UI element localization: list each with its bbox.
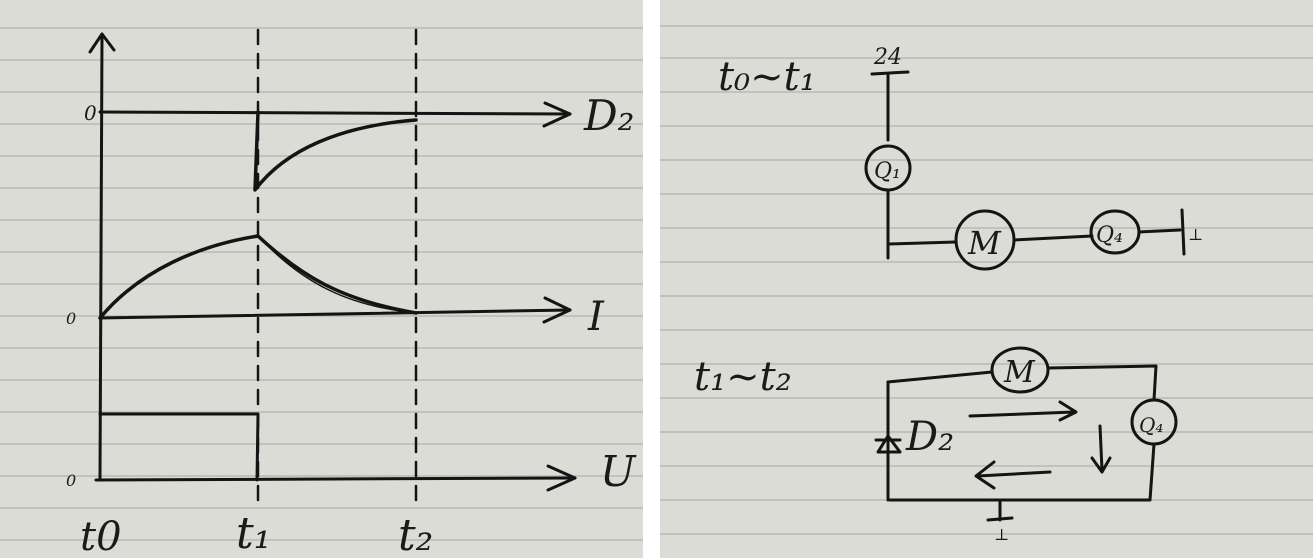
motor-label-b: M bbox=[1003, 355, 1036, 390]
diode-symbol bbox=[874, 434, 902, 454]
voltage-label: U bbox=[600, 447, 637, 496]
circuit-b-title: t₁~t₂ bbox=[694, 354, 792, 400]
circuit-b: t₁~t₂ M Q₄ D₂ ⊥ bbox=[694, 346, 1178, 544]
current-arrow-right bbox=[968, 400, 1078, 422]
circuit-a-title: t₀~t₁ bbox=[718, 54, 816, 100]
motor-symbol-b bbox=[990, 346, 1050, 394]
t1-label: t₁ bbox=[236, 508, 271, 558]
current-arrow-left bbox=[974, 460, 1052, 490]
q4-label-b: Q₄ bbox=[1139, 413, 1163, 437]
motor-label-a: M bbox=[967, 224, 1002, 262]
d2-trace bbox=[98, 101, 572, 192]
q4-label-a: Q₄ bbox=[1096, 223, 1123, 248]
waveform-drawing: 0 0 0 D₂ I U t0 t₁ t₂ bbox=[0, 27, 643, 558]
circuit-sheet: t₀~t₁ 24 Q₁ M Q₄ ⊥ t₁~t₂ bbox=[660, 0, 1313, 558]
supply-label: 24 bbox=[873, 45, 902, 70]
q1-label: Q₁ bbox=[874, 159, 901, 184]
circuit-drawing: t₀~t₁ 24 Q₁ M Q₄ ⊥ t₁~t₂ bbox=[660, 25, 1313, 544]
ground-label-a: ⊥ bbox=[1188, 225, 1203, 244]
t2-label: t₂ bbox=[398, 510, 433, 558]
level-label-u: 0 bbox=[66, 471, 76, 490]
current-arrow-down bbox=[1090, 424, 1112, 474]
current-trace bbox=[98, 234, 572, 324]
t0-label: t0 bbox=[80, 514, 122, 558]
voltage-trace bbox=[94, 412, 577, 492]
d2-label: D₂ bbox=[583, 91, 635, 140]
ruled-lines-right bbox=[660, 25, 1313, 535]
current-label: I bbox=[587, 294, 605, 340]
waveform-sheet: 0 0 0 D₂ I U t0 t₁ t₂ bbox=[0, 0, 643, 558]
ruled-lines bbox=[0, 27, 643, 541]
ground-label-b: ⊥ bbox=[994, 525, 1009, 544]
time-markers bbox=[256, 28, 418, 502]
level-label-d2: 0 bbox=[84, 101, 97, 125]
vertical-axis bbox=[88, 32, 116, 480]
level-label-i: 0 bbox=[66, 309, 76, 328]
circuit-a: t₀~t₁ 24 Q₁ M Q₄ ⊥ bbox=[718, 45, 1203, 271]
diode-label: D₂ bbox=[905, 414, 954, 460]
